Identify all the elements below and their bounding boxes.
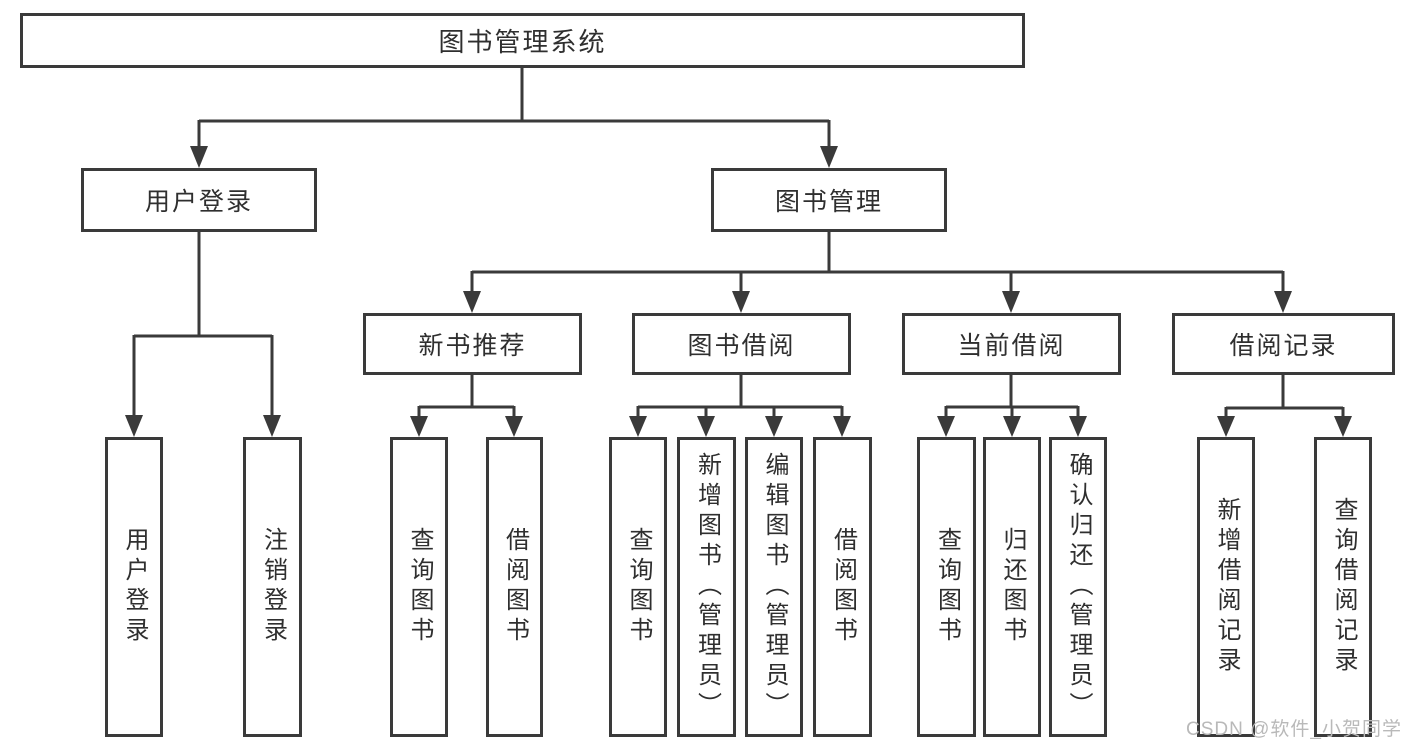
node-current-borrowing-label: 当前借阅 <box>957 332 1066 360</box>
node-borrowing-add-books-admin: 新增图书（管理员） <box>677 437 736 737</box>
connector-user-login-to-leaves <box>125 232 281 437</box>
node-borrowing-query-books: 查询图书 <box>609 437 667 737</box>
node-borrowing-add-books-admin-label: 新增图书（管理员） <box>693 452 721 722</box>
node-current-query-books: 查询图书 <box>917 437 976 737</box>
connector-current-to-leaves <box>937 375 1087 437</box>
node-borrowing-query-books-label: 查询图书 <box>625 527 652 647</box>
node-newbook-borrow-books: 借阅图书 <box>486 437 543 737</box>
node-current-return-books: 归还图书 <box>983 437 1041 737</box>
node-records-add-record-label: 新增借阅记录 <box>1213 497 1240 677</box>
csdn-watermark: CSDN @软件_小贺同学 <box>1186 719 1402 740</box>
node-current-return-books-label: 归还图书 <box>999 527 1026 647</box>
node-book-borrowing-label: 图书借阅 <box>687 332 796 360</box>
node-user-login: 用户登录 <box>105 437 163 737</box>
connector-records-to-leaves <box>1217 375 1352 437</box>
node-book-borrowing: 图书借阅 <box>632 313 851 375</box>
node-records-query-record: 查询借阅记录 <box>1314 437 1372 737</box>
node-borrow-records-label: 借阅记录 <box>1229 332 1338 360</box>
node-library-system-label: 图书管理系统 <box>438 27 607 57</box>
node-new-book-recommend-label: 新书推荐 <box>418 332 527 360</box>
node-book-management-label: 图书管理 <box>774 188 883 216</box>
node-newbook-borrow-books-label: 借阅图书 <box>501 527 529 647</box>
node-borrowing-edit-books-admin: 编辑图书（管理员） <box>745 437 803 737</box>
connector-new-book-to-leaves <box>410 375 523 437</box>
node-borrowing-borrow-books: 借阅图书 <box>813 437 872 737</box>
node-user-login-group: 用户登录 <box>81 168 317 232</box>
connector-book-mgmt-to-level3 <box>463 232 1292 313</box>
node-borrowing-edit-books-admin-label: 编辑图书（管理员） <box>761 452 788 722</box>
node-logout: 注销登录 <box>243 437 302 737</box>
node-newbook-query-books-label: 查询图书 <box>406 527 433 647</box>
node-book-management: 图书管理 <box>711 168 947 232</box>
node-newbook-query-books: 查询图书 <box>390 437 448 737</box>
node-current-query-books-label: 查询图书 <box>933 527 961 647</box>
node-logout-label: 注销登录 <box>259 527 287 647</box>
node-current-borrowing: 当前借阅 <box>902 313 1121 375</box>
node-user-login-label: 用户登录 <box>121 527 148 647</box>
node-library-system: 图书管理系统 <box>20 13 1025 68</box>
node-borrowing-borrow-books-label: 借阅图书 <box>829 527 857 647</box>
node-new-book-recommend: 新书推荐 <box>363 313 582 375</box>
node-current-confirm-return-admin: 确认归还（管理员） <box>1049 437 1107 737</box>
connector-root-to-level2 <box>190 68 838 168</box>
node-records-add-record: 新增借阅记录 <box>1197 437 1255 737</box>
connector-borrowing-to-leaves <box>629 375 851 437</box>
node-borrow-records: 借阅记录 <box>1172 313 1395 375</box>
node-current-confirm-return-admin-label: 确认归还（管理员） <box>1065 452 1092 722</box>
node-user-login-group-label: 用户登录 <box>144 188 253 216</box>
node-records-query-record-label: 查询借阅记录 <box>1330 497 1357 677</box>
